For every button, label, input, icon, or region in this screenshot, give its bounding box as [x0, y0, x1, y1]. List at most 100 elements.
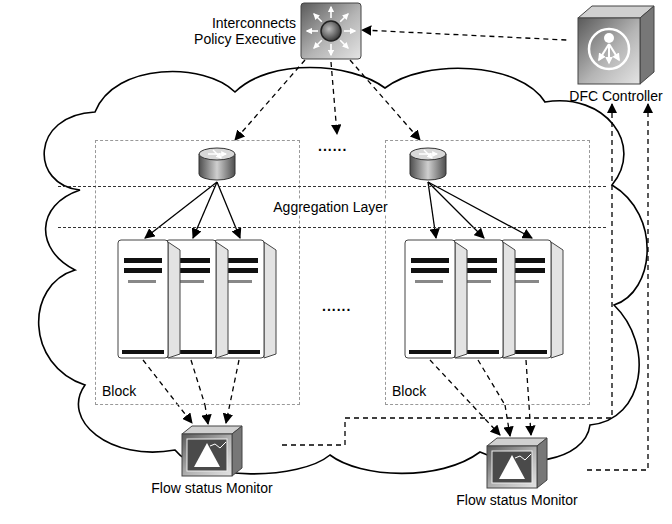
- server-bar: [411, 268, 449, 273]
- server-icon: [453, 240, 515, 358]
- dashed-connector: [205, 405, 208, 424]
- monitor-front: [182, 434, 232, 476]
- monitor-node: Flow status Monitor: [142, 424, 282, 496]
- node-icon: [180, 424, 244, 478]
- node-label: DFC Controller: [569, 88, 662, 104]
- switch-arrow: [314, 40, 322, 48]
- monitor-triangle: [194, 443, 220, 467]
- link-arrow: [428, 182, 532, 238]
- switch-arrow: [330, 7, 332, 18]
- network-cloud: [39, 68, 647, 474]
- server-bar: [124, 268, 162, 273]
- report-line: [191, 360, 205, 405]
- monitor-node: Flow status Monitor: [447, 436, 587, 508]
- server-icon: [501, 240, 563, 358]
- switch-body: [301, 3, 361, 59]
- monitor-trace: [210, 442, 226, 448]
- report-line: [478, 360, 505, 405]
- link-arrow: [428, 182, 484, 238]
- dashed-connector: [362, 30, 566, 40]
- server-side: [216, 242, 228, 358]
- controller-ring: [589, 29, 629, 69]
- node-label: Interconnects Policy Executive: [190, 15, 296, 47]
- node-label: Flow status Monitor: [151, 480, 272, 496]
- server-side: [551, 242, 563, 358]
- node-label: Aggregation Layer: [273, 199, 387, 215]
- server-front: [166, 240, 216, 358]
- node-label: Block: [392, 383, 426, 399]
- label-group: Flow status Monitor: [456, 492, 577, 508]
- monitor-trace: [515, 454, 531, 460]
- server-front: [501, 240, 551, 358]
- aggregation-band: Aggregation Layer: [58, 186, 606, 228]
- label-group: DFC Controller: [569, 88, 662, 104]
- server-icon: [405, 240, 467, 358]
- server-bar: [124, 258, 162, 263]
- label-group: Aggregation Layer: [269, 199, 391, 215]
- server-front: [118, 240, 168, 358]
- report-line: [430, 360, 500, 435]
- link-arrow: [428, 182, 436, 238]
- report-line: [526, 360, 531, 435]
- server-block: Block: [95, 140, 300, 405]
- switch-core: [321, 21, 341, 41]
- controller-head: [604, 33, 614, 43]
- dashed-connector: [587, 104, 648, 470]
- node-label: Block: [102, 383, 136, 399]
- switch-arrow: [314, 14, 322, 22]
- server-block: Block: [385, 140, 590, 405]
- server-bar: [409, 350, 451, 354]
- router-icon: [199, 148, 235, 180]
- server-front: [214, 240, 264, 358]
- switch-arrow: [330, 44, 332, 55]
- label-group: Block: [392, 383, 426, 399]
- dashed-connector: [505, 405, 510, 436]
- server-side: [168, 242, 180, 358]
- switch-arrow: [344, 30, 355, 32]
- monitor-screen: [187, 439, 227, 471]
- label-group: Interconnects Policy Executive: [190, 15, 296, 47]
- monitor-front: [487, 446, 537, 488]
- server-front: [453, 240, 503, 358]
- node-icon: [300, 2, 362, 60]
- server-front: [405, 240, 455, 358]
- server-bar: [122, 350, 164, 354]
- report-line: [143, 360, 192, 423]
- link-arrow: [193, 182, 217, 238]
- router-top: [199, 148, 235, 160]
- dashed-connector: [350, 60, 420, 140]
- link-arrow: [145, 182, 217, 238]
- node-icon: [574, 2, 658, 86]
- switch-arrow: [340, 40, 348, 48]
- controller-arrow: [599, 44, 609, 60]
- router-mark: [213, 150, 221, 158]
- dashed-connector: [235, 60, 305, 140]
- server-icon: [166, 240, 228, 358]
- server-bar: [411, 258, 449, 263]
- router-mark: [424, 150, 432, 158]
- policy-executive-node: Interconnects Policy Executive: [190, 2, 362, 60]
- server-side: [503, 242, 515, 358]
- controller-side: [640, 6, 654, 84]
- server-side: [264, 242, 276, 358]
- monitor-triangle: [499, 455, 525, 479]
- dashed-connector: [282, 104, 612, 445]
- monitor-screen: [492, 451, 532, 483]
- policy-line: [331, 62, 337, 134]
- controller-arrow: [609, 44, 619, 60]
- ellipsis-label: ......: [322, 298, 351, 314]
- report-line: [226, 360, 239, 423]
- ellipsis-label: ......: [318, 138, 347, 154]
- router-icon: [410, 148, 446, 180]
- label-group: Flow status Monitor: [151, 480, 272, 496]
- monitor-side: [537, 438, 547, 488]
- link-arrow: [217, 182, 240, 238]
- controller-front: [578, 18, 640, 84]
- switch-arrow: [307, 30, 318, 32]
- label-group: Block: [102, 383, 136, 399]
- server-bar: [128, 280, 156, 283]
- router-top: [410, 148, 446, 160]
- server-icon: [118, 240, 180, 358]
- node-label: Flow status Monitor: [456, 492, 577, 508]
